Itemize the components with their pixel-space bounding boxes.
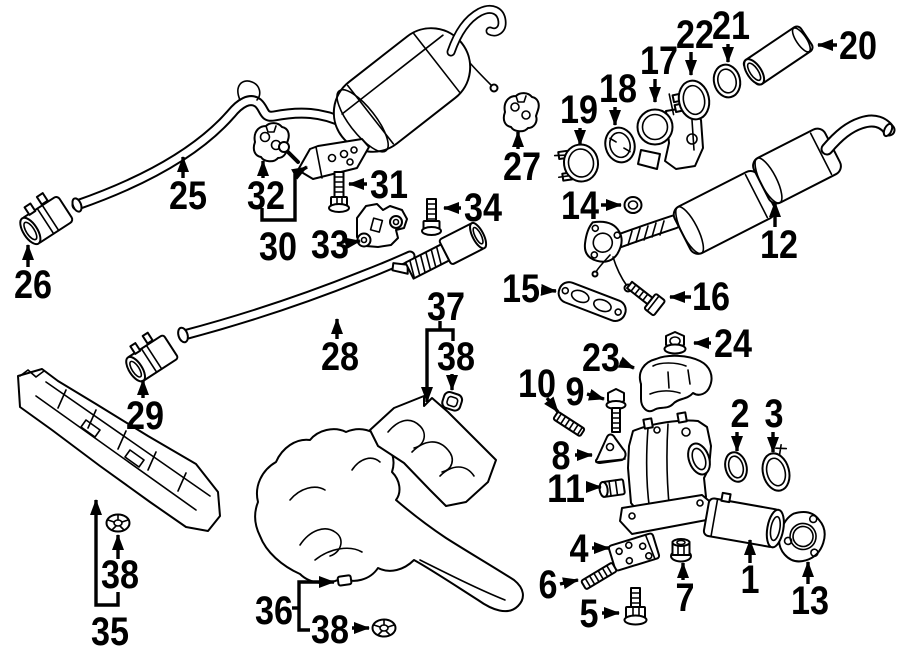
part-1-particulate-filter: [619, 411, 785, 549]
callout-label-13: 13: [791, 579, 829, 623]
callout-label-7: 7: [676, 576, 695, 620]
part-12-catalytic-converter: [583, 114, 896, 293]
callout-label-23: 23: [582, 336, 620, 380]
part-20-pipe: [742, 25, 814, 86]
part-38-clip-b: [371, 618, 397, 638]
part-13-flange-gasket: [778, 511, 826, 563]
part-11-plug: [598, 478, 626, 498]
part-25-rear-muffler-pipe: [71, 4, 507, 213]
callout-label-20: 20: [839, 24, 877, 68]
callout-leader-10: [544, 396, 560, 414]
part-21-seal-ring: [712, 63, 742, 99]
part-9-bolt: [605, 388, 627, 433]
callout-label-29: 29: [126, 394, 164, 438]
callout-label-17: 17: [640, 39, 678, 83]
part-17-exhaust-flap-housing: [636, 106, 704, 170]
part-8-bracket: [595, 433, 627, 464]
callout-label-27: 27: [503, 145, 541, 189]
part-19-vband-clamp: [553, 143, 600, 183]
part-3-clamp: [761, 443, 791, 492]
callout-label-25: 25: [169, 174, 207, 218]
callout-leader-15: [540, 283, 557, 296]
callout-label-26: 26: [14, 263, 52, 307]
callout-label-1: 1: [741, 558, 760, 602]
callout-label-21: 21: [712, 4, 750, 48]
callout-leader-36: [297, 576, 335, 632]
callout-label-2: 2: [731, 392, 750, 436]
callout-leader-9: [586, 389, 605, 401]
callout-label-15: 15: [502, 267, 540, 311]
callout-leader-33: [344, 237, 361, 250]
part-31-bolt: [328, 171, 350, 213]
part-30-bracket: [278, 138, 370, 180]
callout-label-33: 33: [311, 223, 349, 267]
part-28-center-pipe: [177, 221, 488, 344]
callout-label-12: 12: [760, 223, 798, 267]
callout-leader-35: [90, 499, 120, 607]
callout-label-31: 31: [370, 163, 408, 207]
callout-label-6: 6: [539, 563, 558, 607]
callout-label-38a: 38: [101, 553, 139, 597]
callout-label-16: 16: [692, 275, 730, 319]
callout-label-36: 36: [255, 589, 293, 633]
callout-label-24: 24: [714, 322, 753, 366]
callout-leader-30: [260, 165, 308, 222]
part-15-gasket-plate: [557, 281, 627, 322]
callout-label-38b: 38: [311, 608, 349, 652]
part-38-clip-a: [105, 513, 131, 533]
callout-label-32: 32: [247, 174, 285, 218]
callout-leader-37: [421, 328, 455, 403]
part-33-bracket: [356, 203, 408, 248]
part-6-stud: [580, 562, 618, 590]
part-5-bolt: [623, 587, 648, 626]
part-7-flanged-nut: [670, 538, 692, 563]
callout-label-9: 9: [566, 370, 585, 414]
part-23-heat-shield: [638, 354, 713, 413]
callout-leader-23: [617, 356, 635, 370]
callout-label-22: 22: [676, 13, 714, 57]
callout-label-10: 10: [518, 362, 556, 406]
callout-label-11: 11: [547, 467, 585, 511]
part-27-rubber-hanger: [502, 92, 540, 133]
part-24-nut: [663, 331, 687, 355]
part-14-seal-ring: [623, 196, 643, 214]
callout-label-18: 18: [599, 67, 637, 111]
part-32-rubber-damper: [252, 122, 290, 163]
callout-label-14: 14: [561, 184, 600, 228]
part-29-clamp: [125, 331, 179, 383]
callout-label-38c: 38: [437, 335, 475, 379]
callout-label-8: 8: [552, 434, 571, 478]
callout-label-28: 28: [321, 335, 359, 379]
part-38-clip-c: [441, 391, 464, 412]
part-16-bolt: [626, 280, 666, 317]
callout-label-4: 4: [570, 527, 590, 571]
callout-label-37: 37: [427, 285, 465, 329]
part-18-gasket-ring: [604, 126, 636, 164]
callout-leader-6: [559, 577, 579, 590]
part-10-stud: [552, 411, 586, 437]
callout-label-5: 5: [580, 592, 599, 636]
part-4-bracket-plate: [607, 532, 661, 572]
part-35-heat-shield: [17, 368, 221, 532]
part-2-seal-ring: [724, 451, 748, 483]
callout-label-34: 34: [464, 186, 503, 230]
callout-label-3: 3: [765, 392, 784, 436]
callout-label-35: 35: [91, 610, 129, 654]
part-22-clamp: [668, 79, 711, 121]
callout-label-30: 30: [259, 225, 297, 269]
callout-label-19: 19: [560, 88, 598, 132]
part-34-bolt: [421, 198, 442, 236]
part-26-clamp: [19, 192, 74, 246]
